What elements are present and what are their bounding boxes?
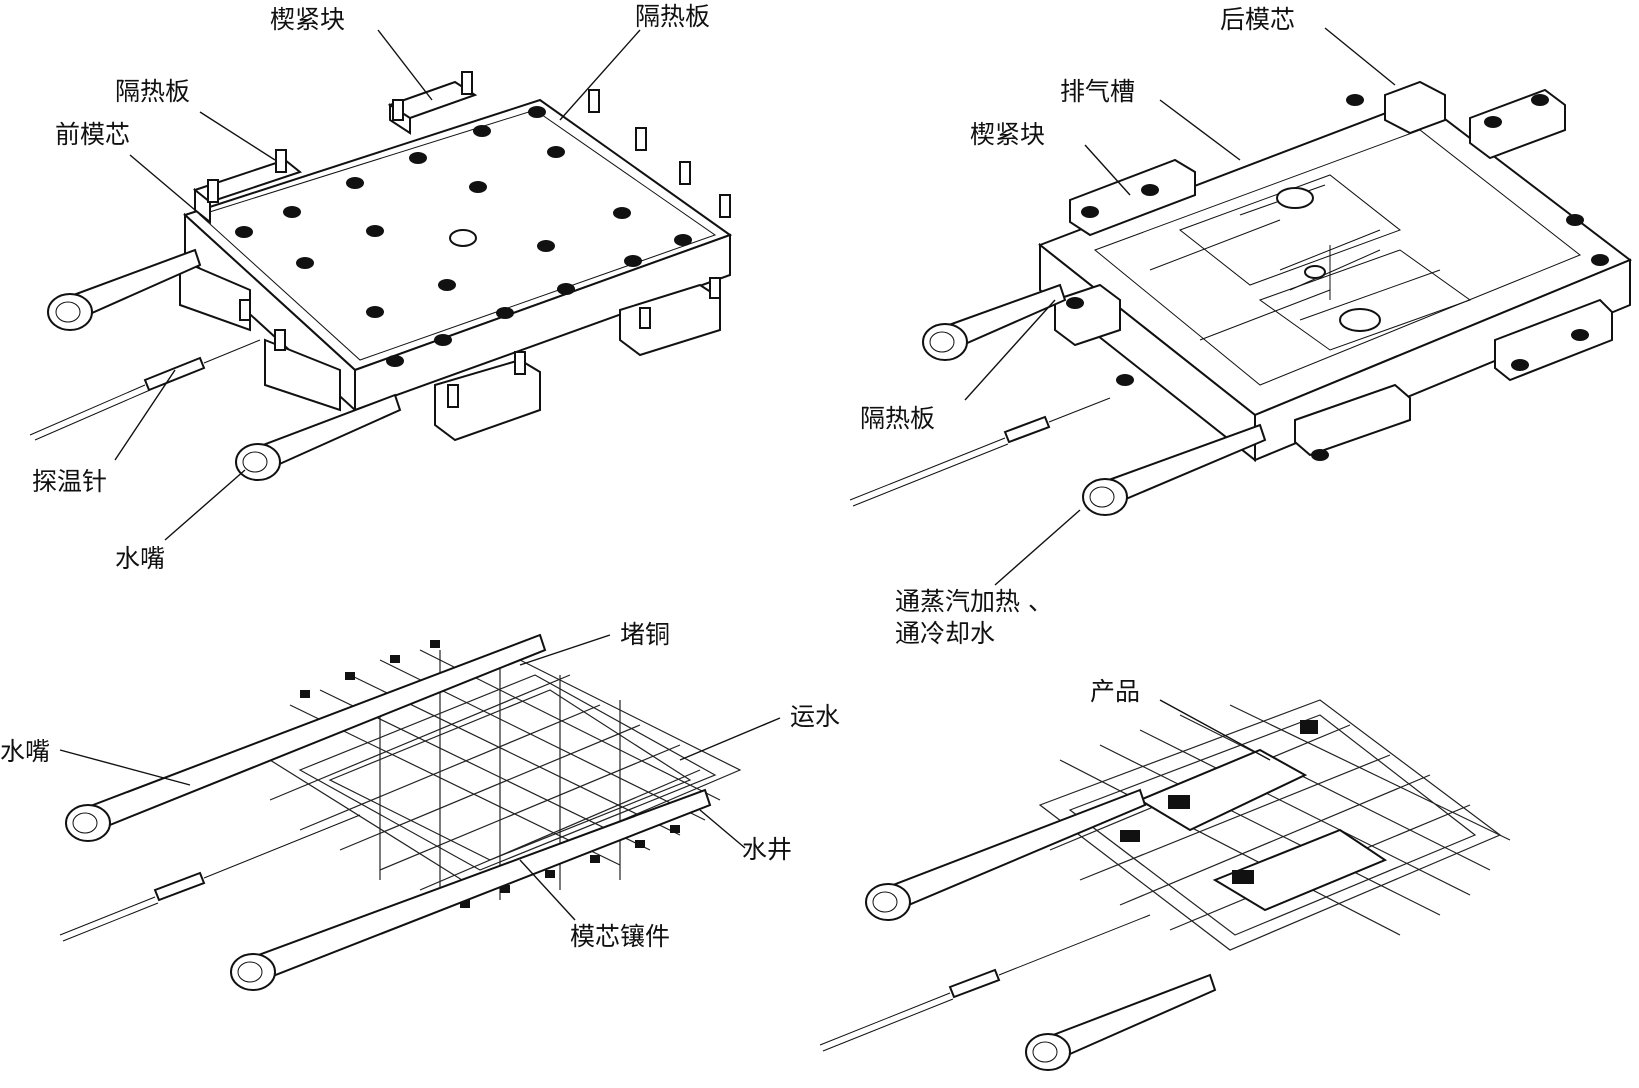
- label-water-channel: 运水: [790, 702, 840, 731]
- label-water-nozzle: 水嘴: [0, 737, 50, 766]
- insulation-board-block: [179, 258, 251, 332]
- label-insulation-board: 隔热板: [860, 404, 935, 433]
- guide-pins: [207, 71, 731, 408]
- insulation-board-block: [619, 283, 721, 357]
- label-water-nozzle: 水嘴: [115, 544, 165, 573]
- label-water-well: 水井: [742, 835, 792, 864]
- front-core-plate-side-right: [354, 233, 731, 412]
- product-dark-areas: [1120, 720, 1318, 884]
- vent-ring: [1276, 187, 1314, 209]
- cooling-channel-mesh: [268, 649, 742, 900]
- label-vent-slot: 排气槽: [1060, 77, 1135, 106]
- insert-temperature-probe: [59, 814, 361, 942]
- insert-water-nozzles: [65, 633, 712, 991]
- copper-plugs: [300, 640, 680, 908]
- wedge-block: [1069, 158, 1196, 237]
- panel-rear-mold-core: 后模芯 排气槽 楔紧块 隔热板 通蒸汽加热 、 通冷却水: [849, 5, 1632, 648]
- label-insulation-board: 隔热板: [115, 77, 190, 106]
- rear-holes: [1066, 94, 1609, 461]
- insulation-board-block: [264, 338, 341, 412]
- label-core-insert: 模芯镶件: [570, 922, 670, 951]
- label-front-mold-core: 前模芯: [55, 120, 130, 149]
- panel-rear-core-insert: 产品: [819, 677, 1511, 1071]
- wedge-block: [192, 158, 303, 225]
- temperature-probe: [29, 339, 261, 441]
- label-copper-plug: 堵铜: [620, 620, 670, 649]
- water-nozzle-tubes: [47, 248, 402, 481]
- front-core-plate-inner: [199, 109, 717, 361]
- sprue-ring: [1339, 308, 1381, 332]
- panel-front-core-insert: 堵铜 运水 水嘴 水井 模芯镶件: [0, 620, 840, 991]
- label-wedge-block: 楔紧块: [970, 120, 1045, 149]
- gate-ring: [1304, 265, 1326, 279]
- label-rear-mold-core: 后模芯: [1220, 5, 1295, 34]
- label-product: 产品: [1090, 677, 1140, 706]
- cooling-holes: [235, 106, 692, 367]
- rear-temperature-probe: [849, 397, 1111, 507]
- rear-insert-temperature-probe: [819, 914, 1151, 1052]
- product-part: [1212, 828, 1388, 912]
- rear-mold-core-block: [1384, 80, 1446, 135]
- wedge-block: [1469, 88, 1566, 160]
- panel-front-mold-core: 楔紧块 隔热板 隔热板 前模芯 探温针 水嘴: [29, 2, 733, 573]
- label-wedge-block: 楔紧块: [270, 5, 345, 34]
- wedge-block: [1294, 383, 1411, 457]
- rear-water-nozzles: [922, 283, 1267, 516]
- label-steam-heating: 通蒸汽加热 、: [895, 587, 1053, 616]
- label-insulation-board: 隔热板: [635, 2, 710, 31]
- rear-cooling-channel-mesh: [1038, 699, 1511, 951]
- label-cooling-water: 通冷却水: [895, 619, 995, 648]
- label-temp-probe: 探温针: [32, 467, 107, 496]
- product-part: [1137, 748, 1308, 832]
- rear-insert-water-nozzles: [865, 788, 1217, 1071]
